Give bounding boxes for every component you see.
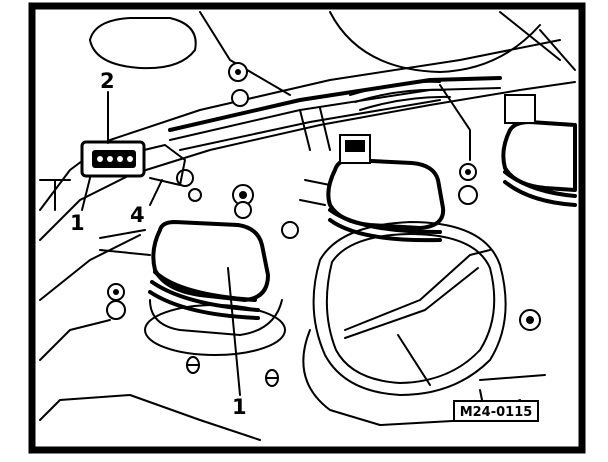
callout-4: 4 bbox=[130, 203, 145, 227]
leader-line-1-coil bbox=[227, 267, 241, 396]
callout-1-connector: 1 bbox=[70, 211, 85, 235]
electrical-connector bbox=[80, 140, 186, 186]
reference-code-box bbox=[453, 400, 539, 422]
callout-1-coil: 1 bbox=[232, 395, 247, 419]
engine-illustration bbox=[39, 11, 577, 441]
callout-2: 2 bbox=[100, 69, 115, 93]
bolt-group bbox=[106, 62, 541, 331]
oil-filler-cap bbox=[302, 221, 546, 426]
leader-line-4 bbox=[149, 179, 163, 206]
reference-code: M24-0115 bbox=[460, 405, 533, 420]
ignition-coil bbox=[99, 220, 286, 356]
ignition-coil-right bbox=[501, 94, 577, 207]
leader-line-1-connector bbox=[81, 177, 91, 211]
leader-line-refcode bbox=[479, 389, 483, 401]
small-screws bbox=[186, 356, 279, 387]
